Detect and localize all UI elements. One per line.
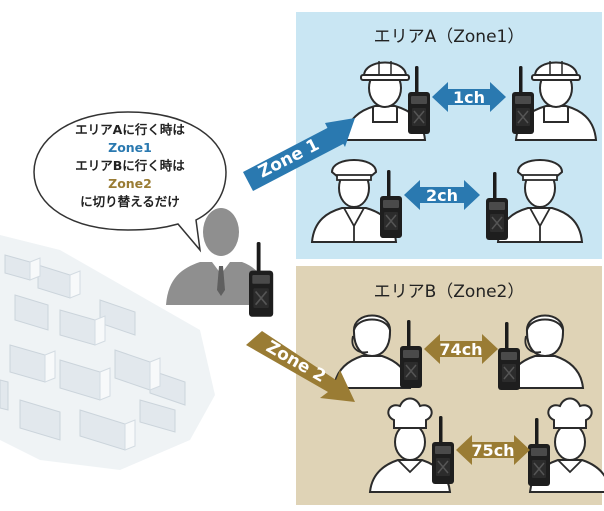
businessman-icon — [166, 208, 268, 305]
speech-line-zone1: Zone1 — [108, 140, 152, 155]
speech-line-5: に切り替えるだけ — [80, 194, 180, 209]
channel-arrow-74ch: 74ch — [424, 334, 498, 364]
channel-label-74ch: 74ch — [439, 340, 482, 359]
hardhat-worker-left-icon — [343, 61, 427, 141]
channel-arrow-75ch: 75ch — [456, 435, 530, 465]
speech-line-zone2: Zone2 — [108, 176, 152, 191]
channel-label-1ch: 1ch — [453, 88, 485, 107]
city-map-illustration — [0, 235, 215, 470]
chef-left-icon — [368, 397, 452, 493]
channel-arrow-2ch: 2ch — [404, 180, 480, 210]
speech-line-1: エリアAに行く時は — [75, 122, 185, 137]
channel-arrow-1ch: 1ch — [432, 82, 506, 112]
channel-label-2ch: 2ch — [426, 186, 458, 205]
radio-icon — [248, 241, 275, 318]
speech-bubble: エリアAに行く時は Zone1 エリアBに行く時は Zone2 に切り替えるだけ — [33, 111, 227, 253]
zone-b-title: エリアB（Zone2） — [374, 282, 525, 302]
police-officer-left-icon — [310, 159, 398, 243]
headset-operator-left-icon — [332, 314, 412, 389]
channel-label-75ch: 75ch — [471, 441, 514, 460]
headset-operator-right-icon — [505, 314, 585, 389]
speech-line-3: エリアBに行く時は — [75, 158, 185, 173]
zone-a-title: エリアA（Zone1） — [374, 27, 525, 47]
police-officer-right-icon — [496, 159, 584, 243]
